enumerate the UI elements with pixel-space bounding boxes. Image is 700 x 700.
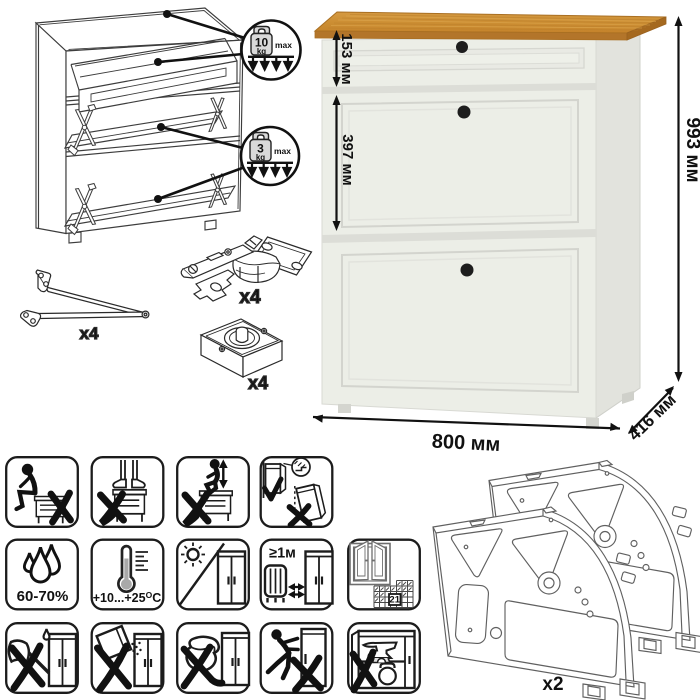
svg-text:60-70%: 60-70%: [17, 588, 69, 605]
svg-text:397 мм: 397 мм: [339, 134, 356, 185]
svg-text:21: 21: [389, 595, 400, 606]
svg-text:max: max: [274, 146, 291, 156]
svg-text:≥1м: ≥1м: [269, 546, 296, 562]
svg-text:993 мм: 993 мм: [682, 117, 700, 182]
svg-text:153 мм: 153 мм: [338, 33, 355, 84]
svg-text:x4: x4: [80, 324, 99, 343]
svg-text:10: 10: [255, 35, 269, 49]
svg-text:+10...+25OC: +10...+25OC: [93, 590, 161, 605]
svg-text:kg: kg: [256, 153, 265, 162]
svg-text:x4: x4: [248, 373, 268, 393]
svg-text:x4: x4: [239, 287, 261, 308]
svg-text:max: max: [275, 40, 292, 50]
svg-text:kg: kg: [257, 47, 266, 56]
svg-text:800 мм: 800 мм: [431, 431, 501, 457]
svg-text:x2: x2: [542, 674, 563, 695]
svg-text:3: 3: [257, 141, 264, 155]
